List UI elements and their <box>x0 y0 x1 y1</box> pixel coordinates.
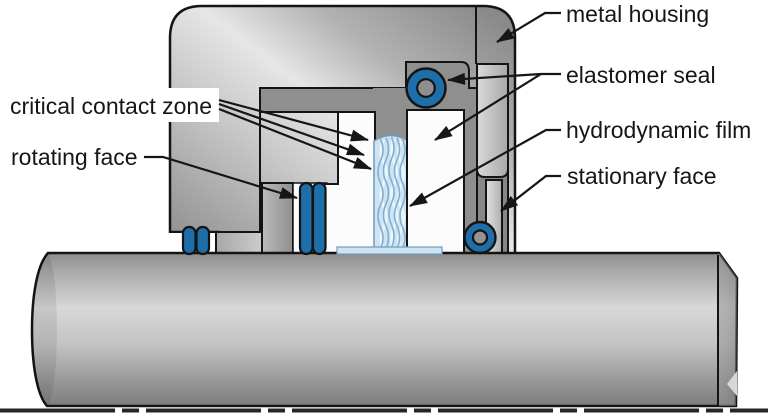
leader-elastomer-lower <box>434 73 542 141</box>
label-rotating-face: rotating face <box>11 144 138 170</box>
label-hydrodynamic-film: hydrodynamic film <box>566 117 751 143</box>
shaft <box>30 251 739 408</box>
label-metal-housing: metal housing <box>566 1 709 27</box>
film-flow-waves <box>377 136 406 250</box>
leader-critical-zone-3 <box>218 107 372 171</box>
leader-elastomer-top <box>447 72 542 85</box>
leader-stationary-face <box>500 174 561 212</box>
leader-hydrodynamic-film <box>409 128 561 207</box>
shaft-right-bevel-face <box>718 253 737 406</box>
drive-oring-b <box>311 181 327 256</box>
elastomer-seal-top-oring-bore <box>416 78 436 98</box>
leader-metal-housing <box>496 11 561 43</box>
leader-rotating-face <box>144 155 298 200</box>
elastomer-parts <box>181 67 497 256</box>
shaft-notch-glint <box>727 371 737 396</box>
drive-oring-a <box>298 181 314 256</box>
leader-critical-zone-1 <box>218 98 369 142</box>
label-stationary-face: stationary face <box>567 163 717 189</box>
leader-lines <box>144 11 561 212</box>
shaft-oring-left-b <box>195 225 211 256</box>
leader-critical-zone-2 <box>218 102 365 157</box>
label-elastomer-seal: elastomer seal <box>566 62 716 88</box>
housing-inner-lip <box>476 63 509 178</box>
stationary-seal-ring <box>406 109 465 255</box>
shaft-end-cap-shading <box>32 253 57 406</box>
shaft-oring-left-a <box>181 225 197 256</box>
elastomer-seal-bottom-oring-bore <box>471 229 489 246</box>
recess-gap-between-faces <box>373 88 408 142</box>
sleeve-filler <box>215 231 263 255</box>
critical-contact-zone-label-box <box>1 88 219 122</box>
drive-collar <box>261 182 294 255</box>
film-strip-on-shaft <box>336 246 443 255</box>
label-critical-contact-zone: critical contact zone <box>10 93 212 119</box>
